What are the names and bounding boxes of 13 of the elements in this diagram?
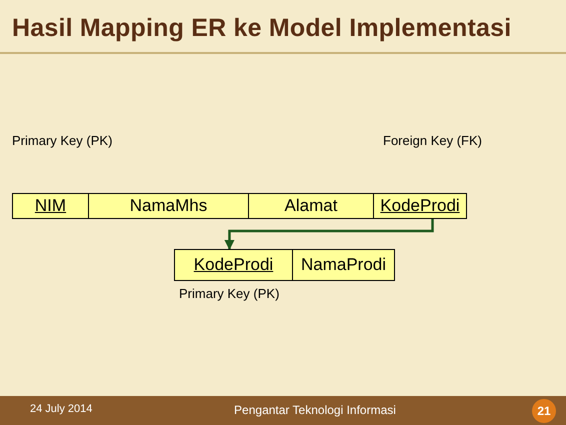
key-label: Primary Key (PK) — [12, 133, 112, 148]
attribute-cell: Alamat — [248, 193, 374, 219]
key-label: Primary Key (PK) — [179, 286, 280, 301]
key-label: Foreign Key (FK) — [383, 133, 482, 148]
arrow — [224, 219, 434, 250]
attribute-cell: NamaProdi — [292, 249, 395, 281]
key-attribute-cell: NIM — [12, 193, 89, 219]
slide-title: Hasil Mapping ER ke Model Implementasi — [12, 14, 512, 43]
footer-text: Pengantar Teknologi Informasi — [233, 403, 397, 417]
attribute-cell: NamaMhs — [88, 193, 249, 219]
date-text: 24 July 2014 — [30, 403, 92, 415]
key-attribute-cell: KodeProdi — [373, 193, 467, 219]
key-attribute-cell: KodeProdi — [174, 249, 293, 281]
